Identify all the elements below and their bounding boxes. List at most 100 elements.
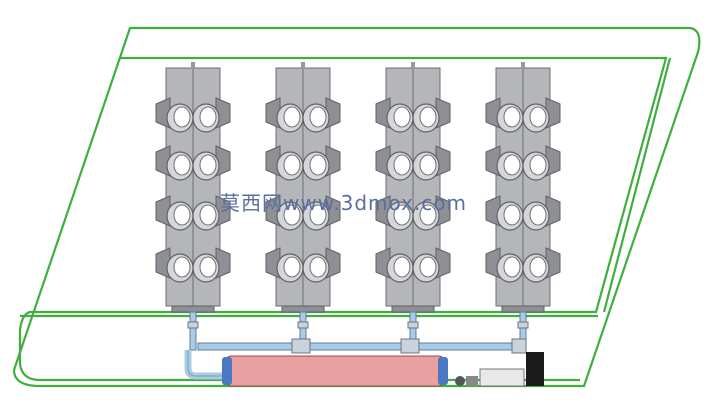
pot-wing: [265, 97, 281, 129]
pot-opening: [419, 256, 437, 278]
pot-opening: [393, 106, 411, 128]
pot-opening: [309, 106, 327, 128]
frame-right-rail: [602, 57, 672, 313]
frame-inner: [18, 56, 668, 382]
pot-wing: [265, 145, 281, 177]
tower-base: [281, 305, 325, 313]
pot-opening: [199, 204, 217, 226]
pot-wing: [545, 195, 561, 227]
pot-opening: [283, 154, 301, 176]
pot-opening: [529, 106, 547, 128]
pot-wing: [435, 247, 451, 279]
pot-opening: [419, 154, 437, 176]
pot-wing: [265, 195, 281, 227]
pot-opening: [283, 256, 301, 278]
tower: [265, 62, 341, 313]
pump-valve: [455, 376, 465, 386]
tower-spout: [301, 62, 305, 69]
watermark: 莫西网www.3dmox.com: [220, 191, 467, 215]
pot-opening: [199, 106, 217, 128]
pot-opening: [173, 106, 191, 128]
pot-wing: [325, 195, 341, 227]
pot-opening: [173, 154, 191, 176]
pot-wing: [485, 247, 501, 279]
tank-left-cap: [222, 357, 232, 385]
pot-opening: [283, 106, 301, 128]
tower-spout: [411, 62, 415, 69]
pot-wing: [325, 145, 341, 177]
pot-wing: [545, 97, 561, 129]
manifold-pipe: [197, 342, 521, 351]
pot-wing: [325, 247, 341, 279]
pipe-coupler: [407, 321, 419, 329]
pot-opening: [503, 204, 521, 226]
pot-opening: [393, 256, 411, 278]
pot-wing: [215, 247, 231, 279]
tee-fitting: [291, 338, 311, 354]
pot-opening: [529, 256, 547, 278]
return-pipe: [184, 350, 226, 380]
pot-wing: [155, 97, 171, 129]
frame: [12, 26, 701, 388]
frame-outer: [12, 26, 701, 388]
pot-wing: [545, 247, 561, 279]
pot-wing: [375, 195, 391, 227]
tower: [485, 62, 561, 313]
pot-opening: [529, 154, 547, 176]
pot-opening: [199, 154, 217, 176]
tower-base: [391, 305, 435, 313]
tower-base: [501, 305, 545, 313]
pot-wing: [435, 195, 451, 227]
pot-opening: [419, 106, 437, 128]
pot-wing: [155, 145, 171, 177]
pot-wing: [435, 97, 451, 129]
tower-base: [171, 305, 215, 313]
pot-opening: [503, 154, 521, 176]
pot-wing: [485, 97, 501, 129]
pot-wing: [375, 145, 391, 177]
pot-wing: [435, 145, 451, 177]
tower-spout: [191, 62, 195, 69]
water-tank: [225, 355, 445, 387]
pot-opening: [283, 204, 301, 226]
pot-opening: [199, 256, 217, 278]
pot-wing: [155, 247, 171, 279]
pot-wing: [325, 97, 341, 129]
pot-opening: [529, 204, 547, 226]
pot-wing: [545, 145, 561, 177]
tower: [375, 62, 451, 313]
pipe-coupler: [187, 321, 199, 329]
tower-spout: [521, 62, 525, 69]
pot-wing: [485, 145, 501, 177]
pot-opening: [173, 256, 191, 278]
pump-box: [466, 376, 478, 386]
pot-opening: [309, 154, 327, 176]
pot-opening: [419, 204, 437, 226]
tower: [155, 62, 231, 313]
pot-opening: [503, 256, 521, 278]
pot-wing: [215, 145, 231, 177]
pot-opening: [309, 256, 327, 278]
pot-wing: [375, 247, 391, 279]
pot-opening: [393, 154, 411, 176]
pot-opening: [503, 106, 521, 128]
pot-wing: [265, 247, 281, 279]
controller-box: [479, 368, 525, 387]
pot-wing: [215, 97, 231, 129]
elbow-fitting: [511, 338, 527, 354]
tank-right-cap: [438, 357, 448, 385]
power-unit: [526, 352, 544, 386]
pot-opening: [309, 204, 327, 226]
pot-wing: [375, 97, 391, 129]
irrigation-system: [184, 311, 544, 387]
pot-opening: [393, 204, 411, 226]
return-pipe-outline: [187, 350, 226, 377]
pot-wing: [485, 195, 501, 227]
pipe-coupler: [517, 321, 529, 329]
tee-fitting: [400, 338, 420, 354]
pot-wing: [155, 195, 171, 227]
drop-pipe: [189, 311, 197, 351]
pipe-coupler: [297, 321, 309, 329]
pot-wing: [215, 195, 231, 227]
